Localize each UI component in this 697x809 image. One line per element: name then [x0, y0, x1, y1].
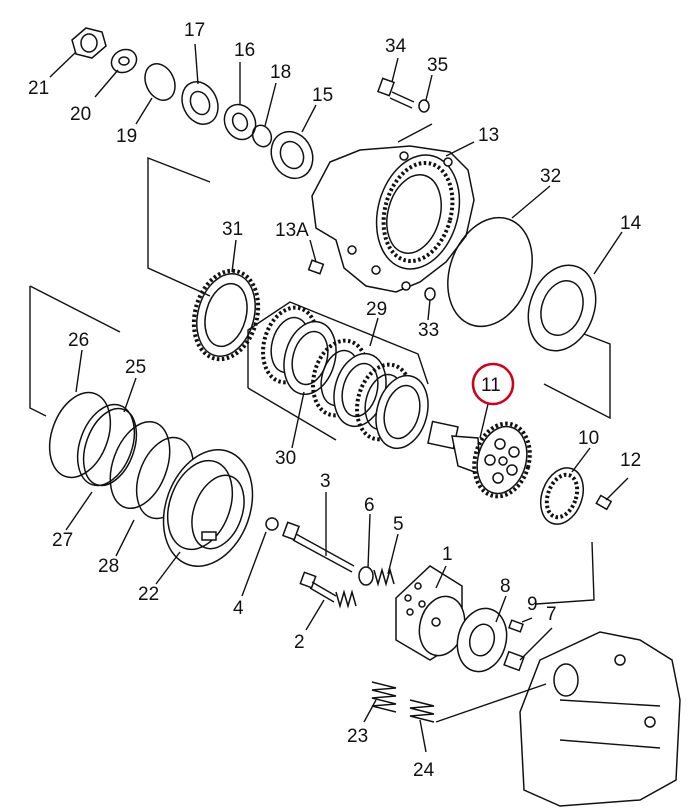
label-part-16[interactable]: 16 — [234, 40, 255, 61]
label-part-4[interactable]: 4 — [233, 598, 244, 619]
part-34-bolt[interactable] — [377, 77, 415, 109]
label-part-8[interactable]: 8 — [500, 576, 511, 597]
part-30-29-clutch-plates[interactable] — [255, 302, 436, 455]
label-part-2[interactable]: 2 — [294, 632, 305, 653]
label-part-6[interactable]: 6 — [364, 495, 375, 516]
part-14-bearing[interactable] — [517, 256, 607, 361]
part-27-ring[interactable] — [67, 397, 146, 494]
part-20-washer[interactable] — [107, 45, 141, 77]
label-part-17[interactable]: 17 — [184, 20, 205, 41]
label-part-20[interactable]: 20 — [70, 104, 91, 125]
part-21-nut[interactable] — [71, 27, 107, 59]
label-part-18[interactable]: 18 — [270, 62, 291, 83]
part-12-bolt[interactable] — [595, 494, 613, 511]
part-2-piston-rod[interactable] — [299, 571, 357, 609]
label-part-10[interactable]: 10 — [578, 428, 599, 449]
part-32-o-ring[interactable] — [433, 206, 546, 339]
part-7-bushing[interactable] — [503, 650, 525, 672]
label-part-12[interactable]: 12 — [620, 450, 641, 471]
part-22-piston[interactable] — [148, 437, 268, 578]
label-part-22[interactable]: 22 — [138, 584, 159, 605]
label-part-7[interactable]: 7 — [546, 604, 557, 625]
part-16-bearing[interactable] — [219, 99, 261, 144]
part-9-pin[interactable] — [508, 619, 524, 633]
part-15-seal[interactable] — [264, 125, 321, 185]
motor-housing[interactable] — [519, 631, 681, 807]
label-part-21[interactable]: 21 — [28, 78, 49, 99]
label-part-28[interactable]: 28 — [98, 556, 119, 577]
label-part-19[interactable]: 19 — [116, 126, 137, 147]
label-part-15[interactable]: 15 — [312, 85, 333, 106]
label-part-27[interactable]: 27 — [52, 530, 73, 551]
part-35-washer[interactable] — [418, 99, 430, 113]
part-8-plate[interactable] — [451, 603, 514, 677]
bracket-lines — [29, 123, 611, 723]
highlight-circle-part-11 — [471, 362, 515, 406]
label-part-35[interactable]: 35 — [427, 55, 448, 76]
label-part-13[interactable]: 13 — [478, 125, 499, 146]
part-18-o-ring[interactable] — [249, 122, 275, 150]
label-part-31[interactable]: 31 — [222, 219, 243, 240]
leader-lines — [49, 43, 629, 753]
part-13a-plug[interactable] — [307, 259, 325, 275]
part-25-ring[interactable] — [99, 413, 181, 516]
part-6-washer[interactable] — [358, 566, 374, 586]
label-part-3[interactable]: 3 — [320, 471, 331, 492]
label-part-5[interactable]: 5 — [393, 514, 404, 535]
label-part-11[interactable]: 11 — [481, 375, 501, 396]
label-part-33[interactable]: 33 — [418, 320, 439, 341]
label-part-13a[interactable]: 13A — [275, 220, 309, 241]
label-part-26[interactable]: 26 — [68, 330, 89, 351]
part-3-pin[interactable] — [282, 521, 355, 573]
part-17-bearing[interactable] — [175, 76, 224, 130]
part-24-spring[interactable] — [409, 699, 435, 723]
label-part-24[interactable]: 24 — [413, 760, 435, 781]
part-26-ring[interactable] — [39, 384, 122, 486]
label-part-30[interactable]: 30 — [275, 448, 296, 469]
part-labels: 21 20 19 17 16 18 15 34 35 13 32 14 13A … — [28, 20, 642, 781]
part-4-ball[interactable] — [265, 517, 279, 531]
label-part-14[interactable]: 14 — [620, 213, 642, 234]
part-23-spring[interactable] — [371, 681, 397, 713]
label-part-34[interactable]: 34 — [385, 36, 407, 57]
part-10-plate[interactable] — [533, 462, 590, 530]
part-5-spring[interactable] — [373, 567, 395, 587]
label-part-25[interactable]: 25 — [125, 357, 146, 378]
label-part-9[interactable]: 9 — [527, 594, 538, 615]
part-33-o-ring[interactable] — [424, 287, 436, 301]
part-11-shaft-gear[interactable] — [427, 417, 538, 502]
part-19-snap-ring[interactable] — [139, 59, 180, 105]
part-1-cylinder-block[interactable] — [395, 565, 471, 661]
label-part-29[interactable]: 29 — [366, 299, 387, 320]
label-part-23[interactable]: 23 — [347, 726, 368, 747]
part-13-housing[interactable] — [311, 145, 475, 293]
label-part-1[interactable]: 1 — [442, 544, 453, 565]
part-31-ring-gear[interactable] — [184, 264, 267, 367]
label-part-32[interactable]: 32 — [540, 166, 561, 187]
